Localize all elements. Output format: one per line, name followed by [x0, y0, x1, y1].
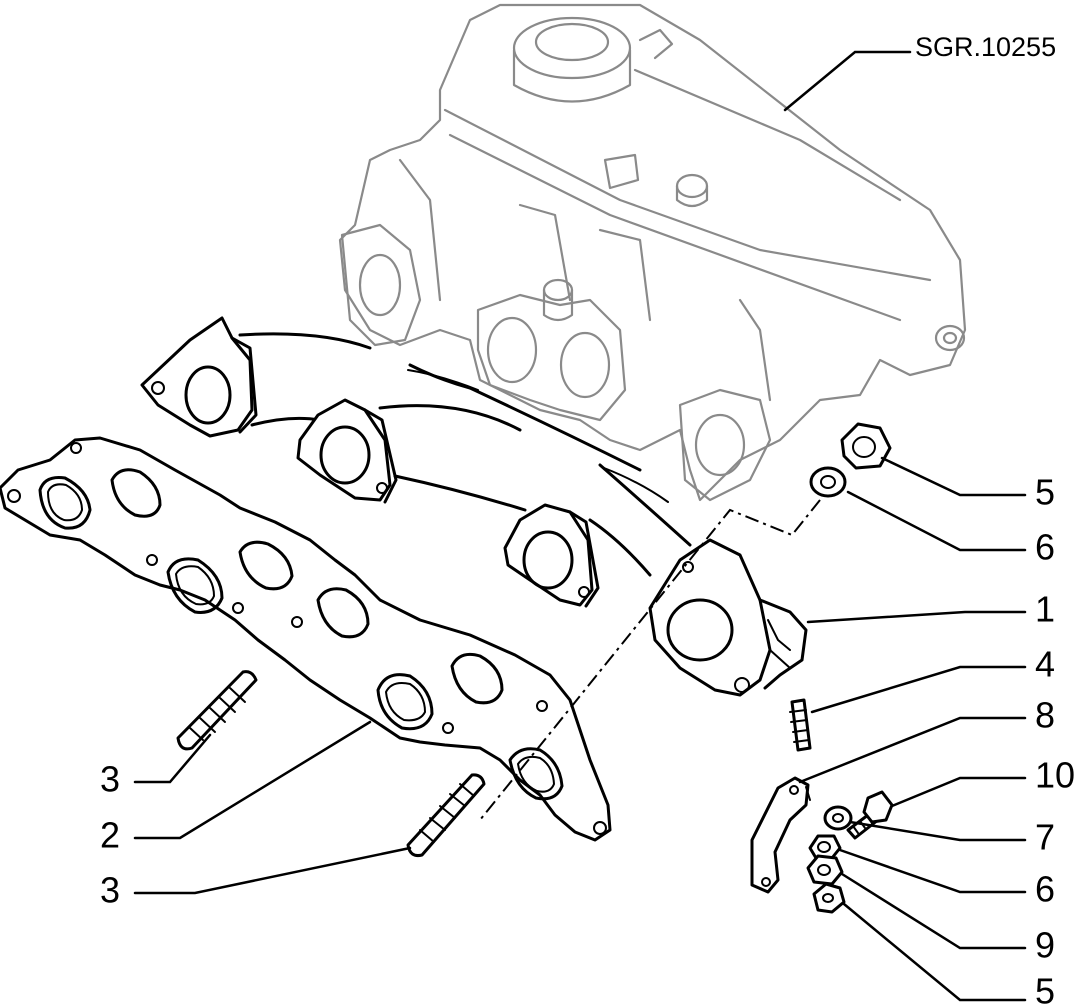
callout-4-stud: 4 — [1035, 644, 1055, 685]
callout-9-nut: 9 — [1035, 925, 1055, 966]
callout-6-washer-bottom: 6 — [1035, 869, 1055, 910]
callout-2-gasket: 2 — [100, 815, 120, 856]
exhaust-manifold-drawing — [140, 316, 808, 697]
assembly-axis-lines — [479, 499, 821, 821]
callout-8-bracket: 8 — [1035, 695, 1055, 736]
callout-3-stud-upper: 3 — [100, 759, 120, 800]
callout-7-washer: 7 — [1035, 817, 1055, 858]
manifold-gasket-drawing — [0, 436, 612, 842]
callout-1-exhaust-manifold: 1 — [1035, 589, 1055, 630]
callout-5-nut-top: 5 — [1035, 472, 1055, 513]
stud-drawings — [176, 670, 812, 857]
drawing-reference-code: SGR.10255 — [915, 32, 1056, 62]
callout-5-nut-bottom: 5 — [1035, 971, 1055, 1007]
leader-lines — [133, 50, 1027, 1002]
callout-6-washer-top: 6 — [1035, 527, 1055, 568]
callout-10-bolt: 10 — [1035, 755, 1075, 796]
callout-3-stud-lower: 3 — [100, 870, 120, 911]
intake-manifold-drawing — [338, 3, 967, 502]
hardware-drawings — [750, 422, 894, 914]
